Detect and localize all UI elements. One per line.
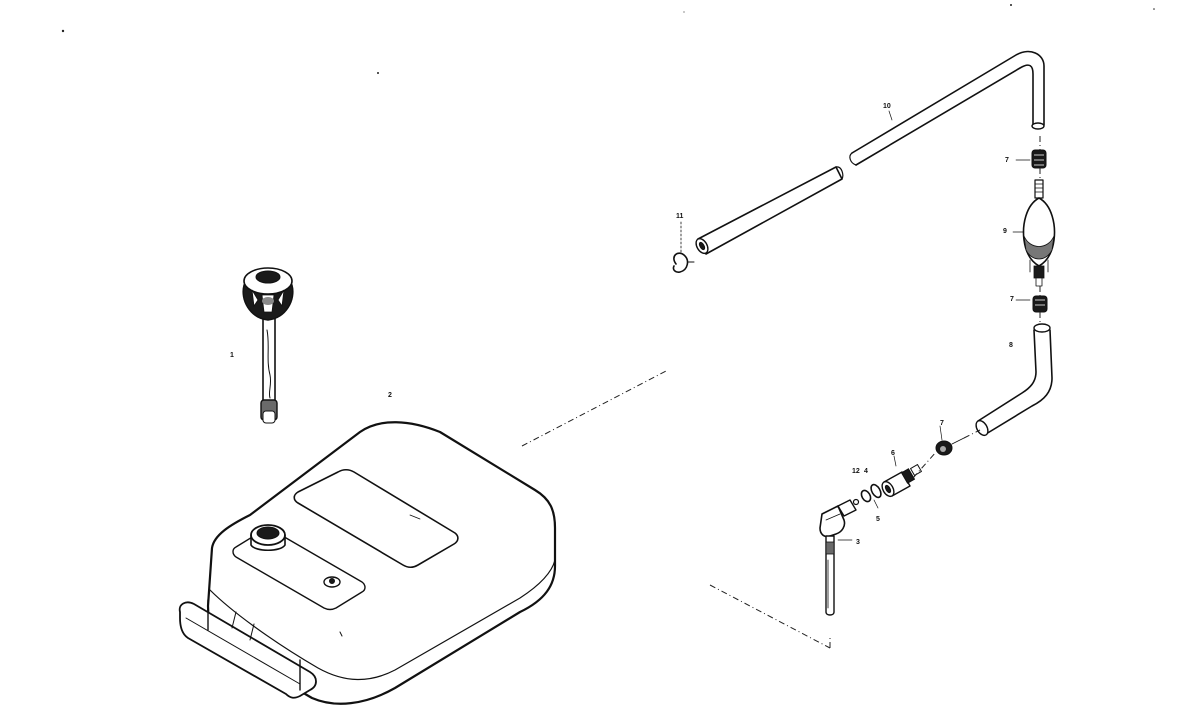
- callout-7b: 7: [1010, 296, 1014, 303]
- callouts: 1 2 3 4 5 6 7 7 7 8 9 10 11 12: [230, 103, 1014, 546]
- callout-10: 10: [883, 103, 891, 110]
- fuel-hose-10: [695, 50, 1045, 255]
- pickup-tube-3: [819, 499, 857, 616]
- hose-connector-side: [935, 437, 965, 456]
- callout-11: 11: [676, 213, 684, 220]
- fuel-tank: [178, 421, 557, 705]
- callout-5: 5: [876, 516, 880, 523]
- callout-6: 6: [891, 450, 895, 457]
- o-rings-4-5: [852, 483, 882, 506]
- primer-bulb: [1022, 179, 1056, 287]
- callout-9: 9: [1003, 228, 1007, 235]
- hose-connector-upper: [1031, 149, 1047, 169]
- scan-specks: [61, 4, 1155, 74]
- callout-3: 3: [856, 539, 860, 546]
- callout-4: 4: [864, 468, 868, 475]
- callout-8: 8: [1009, 342, 1013, 349]
- fuel-hose-8: [975, 323, 1053, 437]
- callout-7c: 7: [940, 420, 944, 427]
- hose-connector-lower: [1032, 295, 1048, 313]
- callout-12: 12: [852, 468, 860, 475]
- callout-2: 2: [388, 392, 392, 399]
- callout-1: 1: [230, 352, 234, 359]
- callout-7a: 7: [1005, 157, 1009, 164]
- fuel-fitting-6: [881, 464, 922, 498]
- leader-lines: [837, 110, 1031, 541]
- assembly-lines: [521, 136, 1041, 649]
- hose-clamp-11: [672, 221, 695, 273]
- fuel-gauge: [242, 267, 294, 424]
